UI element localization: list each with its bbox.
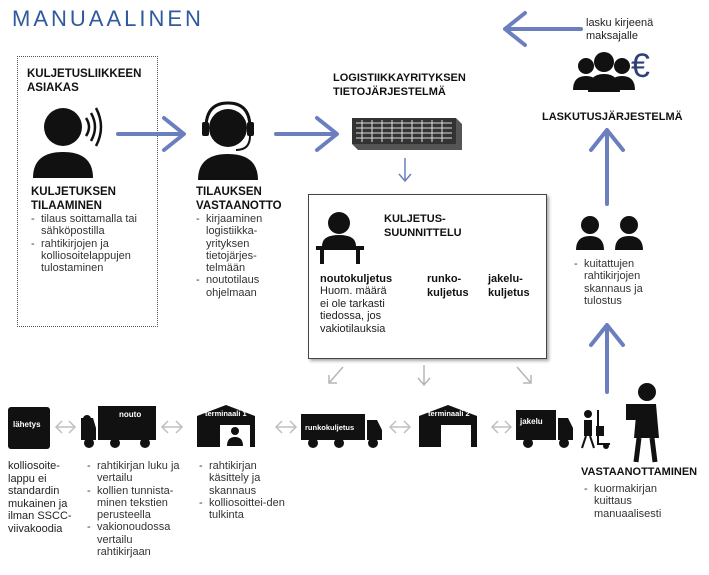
list-item: rahtikirjojen ja kolliosoitelappujen tul… bbox=[31, 238, 151, 275]
list-item: noutotilaus ohjelmaan bbox=[196, 274, 288, 299]
reception-step-title: TILAUKSEN VASTAANOTTO bbox=[196, 186, 282, 212]
shipment-note: kolliosoite- lappu ei standardin mukaine… bbox=[8, 460, 72, 535]
list-item: kirjaaminen logistiikka-yrityksen tietoj… bbox=[196, 213, 288, 274]
billing-people-icon bbox=[573, 52, 635, 92]
terminal-2-icon bbox=[419, 405, 477, 447]
list-item: tilaus soittamalla tai sähköpostilla bbox=[31, 213, 151, 238]
logistics-system-heading: LOGISTIIKKAYRITYKSEN TIETOJÄRJESTELMÄ bbox=[333, 72, 466, 98]
scanning-list: kuitattujen rahtikirjojen skannaus ja tu… bbox=[574, 258, 656, 307]
terminal-list: rahtikirjan käsittely ja skannaus kollio… bbox=[199, 460, 287, 521]
planning-heading: KULJETUS- SUUNNITTELU bbox=[384, 213, 462, 239]
list-item: kuitattujen rahtikirjojen skannaus ja tu… bbox=[574, 258, 656, 307]
chain-label-delivery: jakelu bbox=[519, 417, 543, 426]
arrow-down-small bbox=[398, 158, 412, 183]
arrow-left-top bbox=[503, 11, 583, 47]
list-item: kollien tunnista-minen tekstien perustee… bbox=[87, 485, 187, 522]
receiver-list: kuormakirjan kuittaus manuaalisesti bbox=[584, 483, 684, 520]
delivery-transport-title: jakelu- kuljetus bbox=[488, 273, 530, 299]
arrow-right-2 bbox=[274, 116, 339, 152]
arrow-grey-3 bbox=[516, 366, 532, 384]
trunk-transport-title: runko- kuljetus bbox=[427, 273, 469, 299]
billing-heading: LASKUTUSJÄRJESTELMÄ bbox=[542, 111, 683, 123]
order-step-list: tilaus soittamalla tai sähköpostilla rah… bbox=[31, 213, 151, 274]
list-item: vakionoudossa vertailu rahtikirjaan bbox=[87, 521, 187, 558]
arrow-right-1 bbox=[116, 116, 186, 152]
server-icon bbox=[352, 118, 462, 150]
caller-icon bbox=[33, 107, 103, 178]
shipment-box-icon bbox=[8, 407, 50, 449]
person-icon bbox=[83, 415, 91, 423]
headset-operator-icon bbox=[198, 101, 258, 180]
delivery-truck-icon bbox=[516, 410, 573, 448]
chain-label-terminal-1: terminaali 1 bbox=[205, 409, 247, 418]
planner-desk-icon bbox=[316, 212, 364, 264]
arrow-up-1 bbox=[589, 128, 625, 206]
list-item: kuormakirjan kuittaus manuaalisesti bbox=[584, 483, 684, 520]
list-item: kolliosoittei-den tulkinta bbox=[199, 497, 287, 522]
list-item: rahtikirjan käsittely ja skannaus bbox=[199, 460, 287, 497]
grey-arrows bbox=[328, 365, 532, 387]
chain-label-trunk: runkokuljetus bbox=[305, 423, 354, 432]
arrow-grey-1 bbox=[328, 366, 344, 384]
billing-note: lasku kirjeenä maksajalle bbox=[586, 17, 654, 42]
chain-label-shipment: lähetys bbox=[13, 420, 41, 429]
scanning-people-icon bbox=[576, 216, 643, 250]
pickup-list: rahtikirjan luku ja vertailu kollien tun… bbox=[87, 460, 187, 558]
customer-heading: KULJETUSLIIKKEEN ASIAKAS bbox=[27, 68, 142, 94]
chain-double-arrows bbox=[54, 420, 513, 434]
customer-box bbox=[17, 56, 158, 327]
flow-arrow bbox=[116, 11, 625, 394]
pickup-transport-title: noutokuljetus bbox=[320, 273, 393, 285]
list-item: rahtikirjan luku ja vertailu bbox=[87, 460, 187, 485]
receiver-icon bbox=[626, 383, 659, 463]
chain-label-terminal-2: terminaali 2 bbox=[428, 409, 470, 418]
arrow-up-2 bbox=[589, 323, 625, 394]
trunk-truck-icon bbox=[301, 414, 382, 448]
chain-label-pickup: nouto bbox=[119, 410, 141, 419]
reception-step-list: kirjaaminen logistiikka-yrityksen tietoj… bbox=[196, 213, 288, 299]
terminal-1-icon bbox=[197, 405, 255, 447]
pickup-truck-icon bbox=[81, 406, 156, 448]
order-step-title: KULJETUKSEN TILAAMINEN bbox=[31, 186, 116, 212]
euro-icon: € bbox=[631, 47, 650, 85]
page-title: MANUAALINEN bbox=[12, 6, 204, 31]
pickup-transport-note: Huom. määrä ei ole tarkasti tiedossa, jo… bbox=[320, 285, 387, 335]
receiver-title: VASTAANOTTAMINEN bbox=[581, 466, 698, 478]
arrow-grey-2 bbox=[417, 365, 431, 387]
courier-trolley-icon bbox=[581, 410, 610, 449]
